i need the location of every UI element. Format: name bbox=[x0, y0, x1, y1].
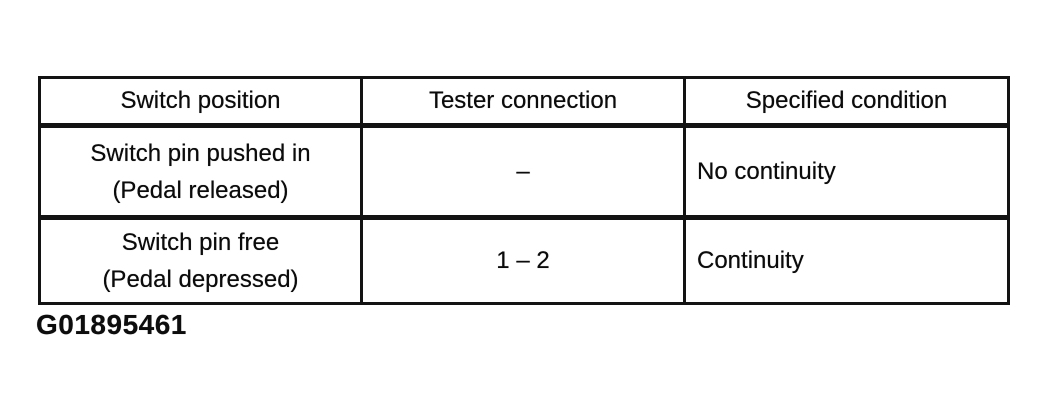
cell-switch-position: Switch pin free (Pedal depressed) bbox=[38, 216, 363, 305]
cell-specified-condition: No continuity bbox=[683, 124, 1010, 220]
switch-position-line-1: Switch pin free bbox=[121, 229, 280, 256]
cell-specified-condition: Continuity bbox=[683, 216, 1010, 305]
cell-tester-connection: – bbox=[360, 124, 686, 220]
cell-switch-position: Switch pin pushed in (Pedal released) bbox=[38, 124, 363, 220]
table-row-pedal-depressed: Switch pin free (Pedal depressed) 1 – 2 … bbox=[38, 216, 1010, 305]
header-tester-connection: Tester connection bbox=[360, 76, 686, 128]
table-row-pedal-released: Switch pin pushed in (Pedal released) – … bbox=[38, 124, 1010, 220]
figure-id: G01895461 bbox=[36, 309, 187, 340]
switch-position-line-1: Switch pin pushed in bbox=[90, 139, 311, 167]
table-header-row: Switch position Tester connection Specif… bbox=[38, 76, 1010, 128]
switch-position-line-2: (Pedal released) bbox=[112, 176, 289, 204]
cell-tester-connection: 1 – 2 bbox=[360, 216, 686, 305]
header-switch-position: Switch position bbox=[38, 76, 363, 128]
switch-position-line-2: (Pedal depressed) bbox=[102, 266, 299, 293]
header-specified-condition: Specified condition bbox=[683, 76, 1010, 128]
switch-continuity-table: Switch position Tester connection Specif… bbox=[38, 76, 1010, 305]
